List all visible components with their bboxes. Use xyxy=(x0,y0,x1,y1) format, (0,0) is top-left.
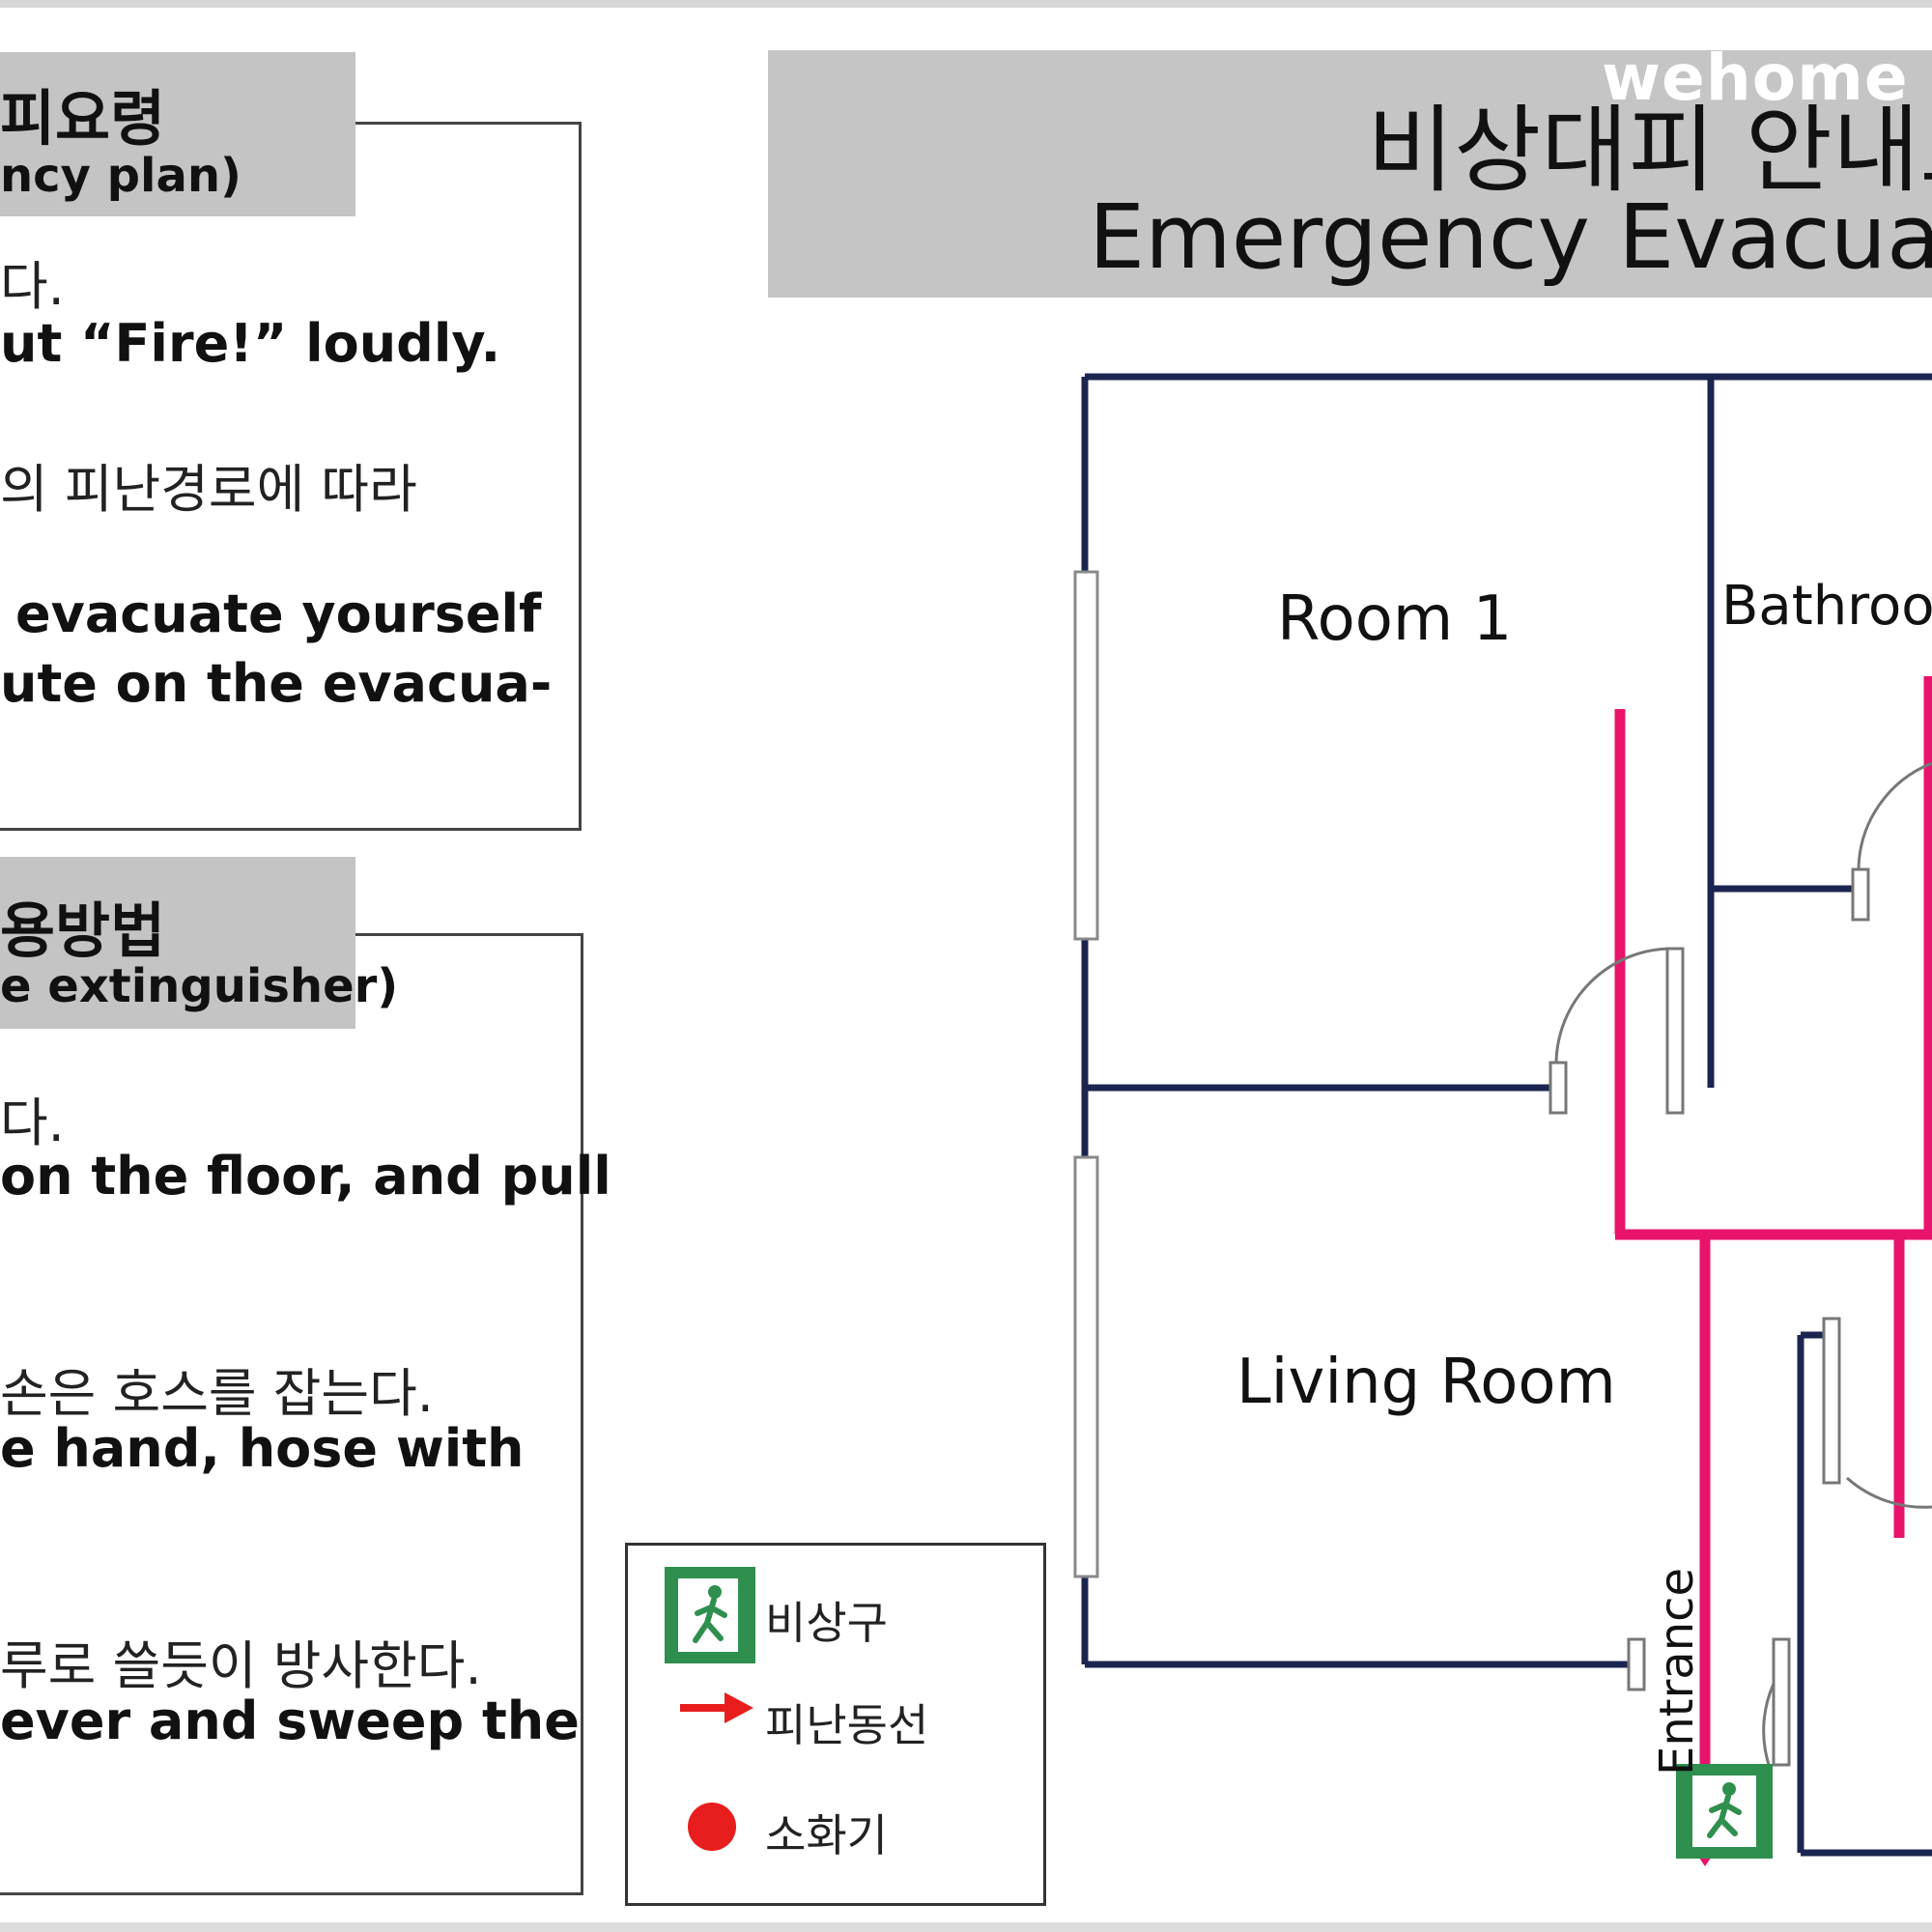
door-entrance-leaf xyxy=(1627,1637,1646,1691)
legend-extinguisher-label: 소화기 xyxy=(765,1809,888,1861)
emergency-plan-header: 피요령 ncy plan) xyxy=(0,52,355,216)
living-room-label: Living Room xyxy=(1236,1347,1616,1418)
extinguisher-panel xyxy=(0,933,583,1895)
title-korean: 비상대피 안내도 xyxy=(1367,96,1932,206)
window-living-room xyxy=(1073,1155,1099,1578)
emergency-plan-panel xyxy=(0,122,582,831)
door-entrance-swing xyxy=(1762,1683,1776,1769)
door-room1-swing xyxy=(1554,947,1675,1064)
legend-exit-label: 비상구 xyxy=(765,1597,888,1649)
evacuation-route xyxy=(1614,676,1932,1843)
red-arrow-icon xyxy=(678,1689,755,1727)
extinguisher-line-6: ever and sweep the xyxy=(0,1690,580,1751)
emergency-plan-header-ko: 피요령 xyxy=(0,83,166,154)
door-bathroom-leaf xyxy=(1851,867,1870,922)
extinguisher-header: 용방법 e extinguisher) xyxy=(0,857,398,1029)
legend: 비상구 피난동선 소화기 xyxy=(625,1543,1046,1906)
room1-label: Room 1 xyxy=(1277,583,1512,655)
door-bathroom-swing xyxy=(1857,761,1932,870)
extinguisher-line-4: e hand, hose with xyxy=(0,1418,525,1479)
emergency-plan-line-2: ut “Fire!” loudly. xyxy=(0,313,501,374)
entrance-label: Entrance xyxy=(1650,1568,1704,1776)
door-kitchen-leaf xyxy=(1822,1317,1841,1485)
extinguisher-line-3: 손은 호스를 잡는다. xyxy=(0,1363,434,1424)
emergency-plan-line-3: 의 피난경로에 따라 xyxy=(0,459,417,520)
bottom-border xyxy=(0,1922,1932,1932)
extinguisher-line-1: 다. xyxy=(0,1093,65,1153)
wehome-watermark: wehome xyxy=(1602,41,1909,115)
walls xyxy=(1081,373,1932,1857)
doors xyxy=(1548,761,1932,1769)
window-room1 xyxy=(1073,570,1099,941)
title-english: Emergency Evacuation xyxy=(1089,185,1932,289)
door-room1-leaf xyxy=(1548,1061,1568,1115)
emergency-plan-line-5: ute on the evacua- xyxy=(0,653,553,714)
red-dot-icon xyxy=(688,1803,736,1851)
legend-route-label: 피난동선 xyxy=(765,1699,929,1751)
title-banner: 비상대피 안내도 Emergency Evacuation xyxy=(768,50,1932,298)
bathroom-label: Bathroo xyxy=(1721,575,1932,638)
extinguisher-line-2: on the floor, and pull xyxy=(0,1146,611,1207)
top-border xyxy=(0,0,1932,8)
extinguisher-header-ko: 용방법 xyxy=(0,895,166,966)
door-kitchen-swing xyxy=(1846,1476,1932,1509)
door-entrance-frame xyxy=(1772,1637,1791,1767)
emergency-plan-line-4: evacuate yourself xyxy=(15,583,542,644)
extinguisher-line-5: 루로 쓸듯이 방사한다. xyxy=(0,1635,482,1696)
extinguisher-header-en: e extinguisher) xyxy=(0,959,399,1013)
emergency-plan-header-en: ncy plan) xyxy=(0,149,242,203)
door-hall-leaf xyxy=(1665,947,1685,1115)
entrance-exit-sign xyxy=(1676,1764,1773,1859)
emergency-exit-icon xyxy=(665,1567,755,1663)
emergency-plan-line-1: 다. xyxy=(0,256,65,317)
